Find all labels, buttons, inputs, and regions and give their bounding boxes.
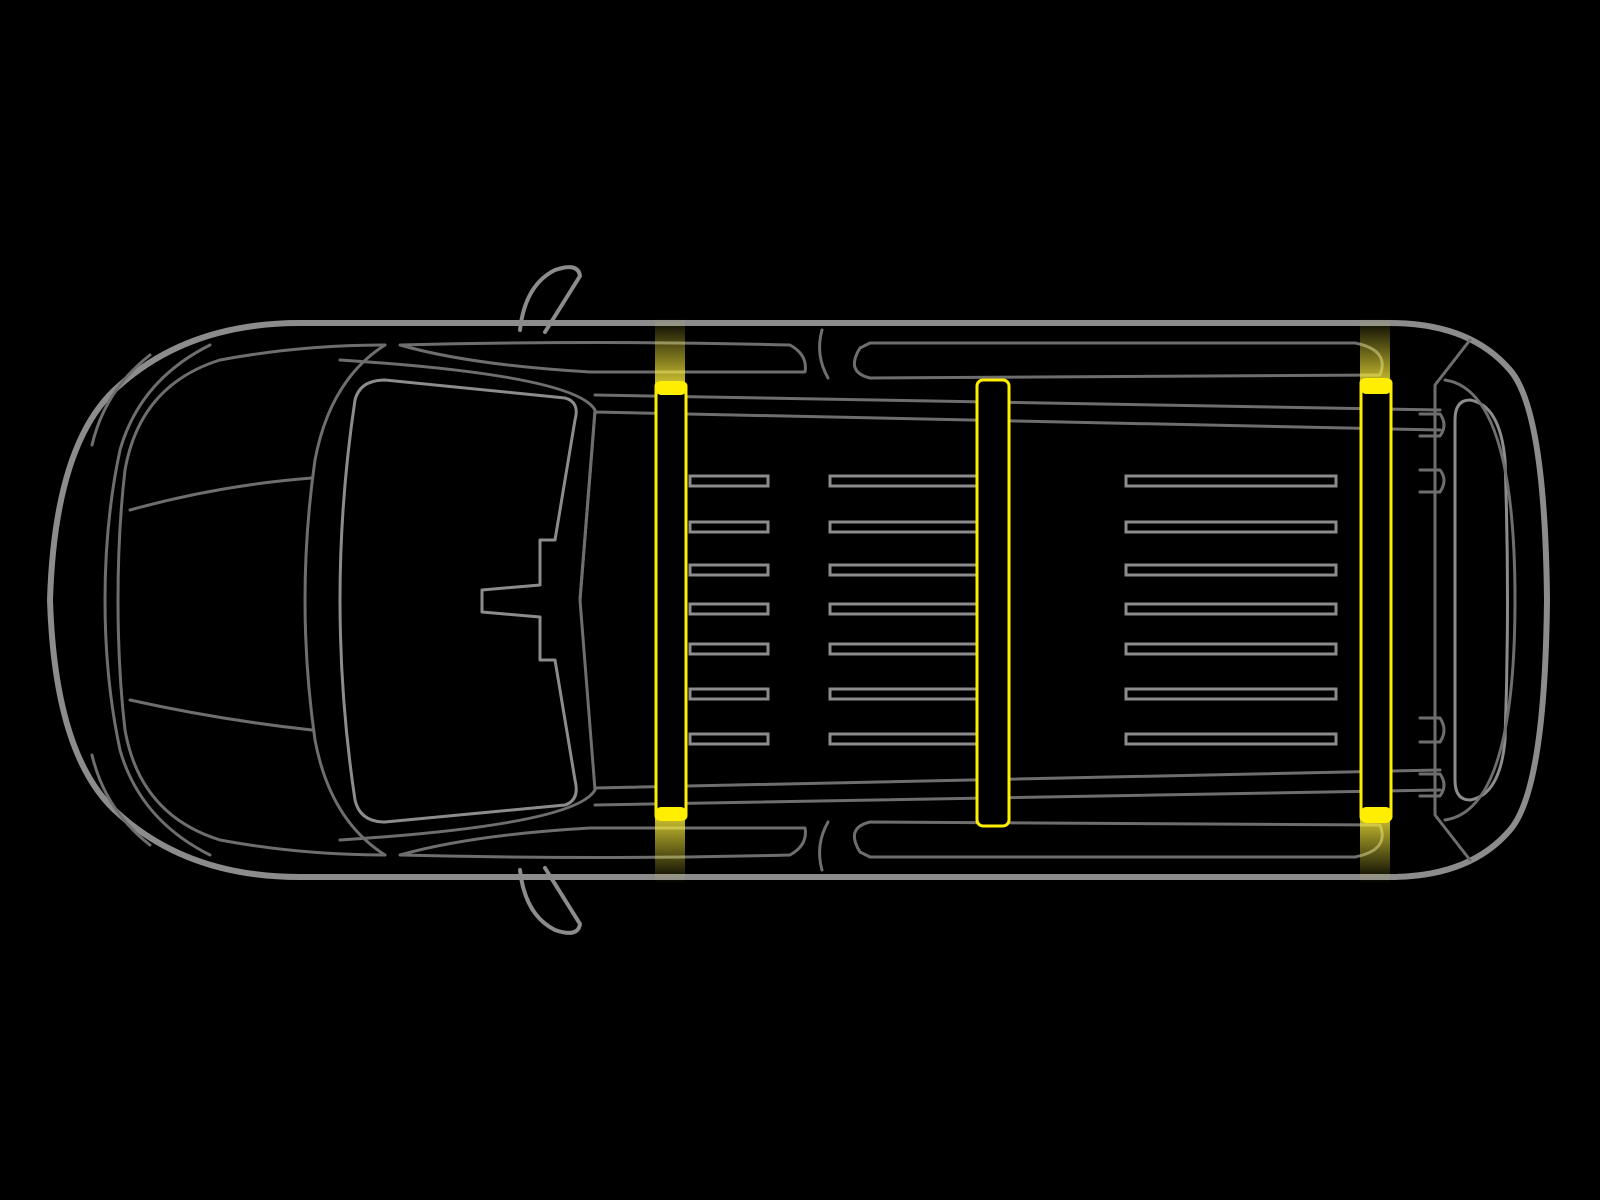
mirror-right bbox=[518, 866, 582, 935]
roof-slat-rear-group-3 bbox=[1124, 563, 1338, 577]
roof-bar-front-glow-top bbox=[655, 318, 685, 386]
roof-bar-middle-body bbox=[975, 378, 1011, 828]
b-pillar-top bbox=[818, 328, 830, 380]
roof-slat-rear-group-2 bbox=[1124, 520, 1338, 534]
roof-rail-bottom bbox=[593, 768, 1442, 807]
roof-slat-front-group-1 bbox=[688, 474, 770, 488]
windshield bbox=[338, 378, 578, 824]
headlight-right bbox=[90, 753, 152, 847]
body-inner-contour bbox=[103, 343, 212, 857]
roof-bar-rear-foot-bottom bbox=[1361, 807, 1391, 823]
side-window-top bbox=[852, 341, 1384, 380]
hood-crease-bottom bbox=[128, 698, 314, 732]
roof-bar-rear-body bbox=[1359, 378, 1393, 822]
roof-bar-rear-glow-bottom bbox=[1360, 815, 1390, 883]
roof-slat-middle-group-6 bbox=[828, 687, 979, 701]
roof-slat-middle-group-2 bbox=[828, 520, 979, 534]
roof-slat-middle-group-1 bbox=[828, 474, 979, 488]
b-pillar-bottom bbox=[818, 820, 830, 872]
roof-slat-rear-group-5 bbox=[1124, 642, 1338, 656]
headlight-left bbox=[90, 353, 152, 447]
hood-crease-top bbox=[128, 476, 314, 512]
roof-rail-top bbox=[578, 393, 1442, 602]
roof-bar-front bbox=[654, 318, 688, 883]
roof-bar-rear bbox=[1359, 318, 1393, 883]
roof-bar-middle bbox=[975, 378, 1011, 828]
roof-slat-middle-group-3 bbox=[828, 563, 979, 577]
roof-slat-front-group-2 bbox=[688, 520, 770, 534]
roof-slat-middle-group-4 bbox=[828, 602, 979, 616]
body-outline bbox=[47, 320, 1550, 880]
rear-hooks bbox=[1418, 412, 1446, 798]
roof-slats bbox=[688, 474, 1338, 746]
roof-slat-front-group-6 bbox=[688, 687, 770, 701]
roof-slat-front-group-5 bbox=[688, 642, 770, 656]
roof-slat-front-group-3 bbox=[688, 563, 770, 577]
roof-slat-front-group-7 bbox=[688, 732, 770, 746]
roof-slat-rear-group-4 bbox=[1124, 602, 1338, 616]
cowl-outline bbox=[303, 343, 387, 857]
mirror-left bbox=[518, 265, 582, 334]
roof-slat-rear-group-1 bbox=[1124, 474, 1338, 488]
side-window-bottom bbox=[852, 820, 1384, 859]
roof-bar-front-foot-bottom bbox=[656, 807, 686, 821]
roof-slat-rear-group-6 bbox=[1124, 687, 1338, 701]
roof-bar-rear-foot-top bbox=[1361, 378, 1391, 394]
roof-slat-rear-group-7 bbox=[1124, 732, 1338, 746]
roof-slat-middle-group-7 bbox=[828, 732, 979, 746]
roof-slat-front-group-4 bbox=[688, 602, 770, 616]
roof-slat-middle-group-5 bbox=[828, 642, 979, 656]
roof-bar-front-body bbox=[654, 381, 688, 821]
roof-bar-rear-glow-top bbox=[1360, 318, 1390, 386]
rear-window bbox=[1453, 398, 1509, 802]
windshield-outer bbox=[338, 358, 597, 842]
side-line-bottom-front bbox=[398, 826, 807, 859]
hood-outline bbox=[116, 343, 387, 857]
rear-hatch-outline bbox=[1433, 338, 1517, 862]
roof-bar-front-foot-top bbox=[656, 381, 686, 395]
side-line-top-front bbox=[398, 341, 807, 374]
roof-bar-front-glow-bottom bbox=[655, 815, 685, 883]
